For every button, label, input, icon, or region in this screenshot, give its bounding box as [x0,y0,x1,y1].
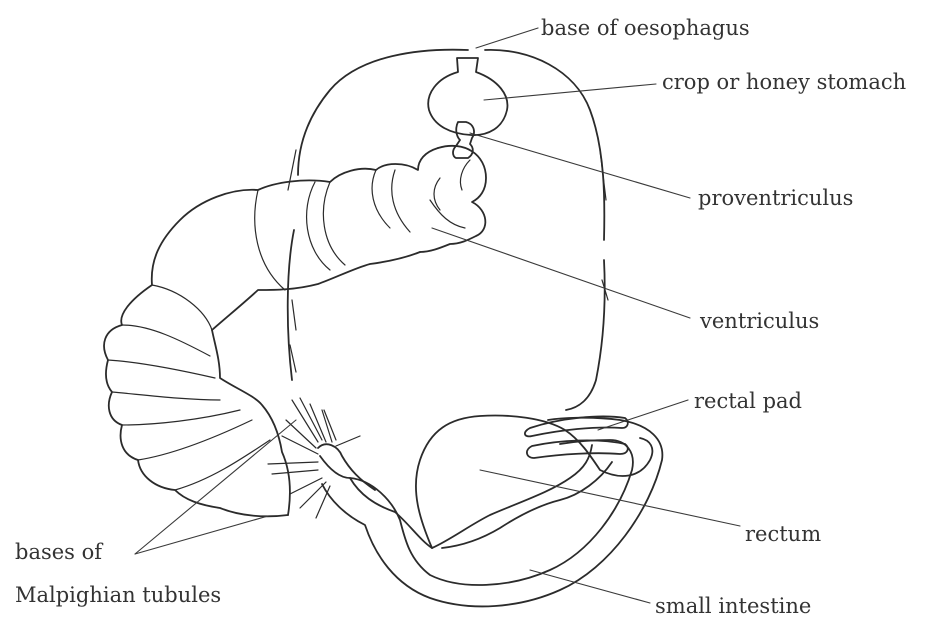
leader-ventriculus [432,228,690,318]
small-intestine [320,418,662,607]
label-ventriculus: ventriculus [700,311,819,332]
label-small-intestine: small intestine [655,596,811,617]
label-malpighian-line1: bases of [15,542,102,563]
leader-crop [484,84,656,100]
label-base-of-oesophagus: base of oesophagus [541,18,750,39]
label-malpighian-line2: Malpighian tubules [15,585,221,606]
leader-rectal-pad [598,400,688,430]
label-rectal-pad: rectal pad [694,391,802,412]
leader-malpighian-2 [135,516,268,554]
leader-lines [135,28,740,603]
leader-oesophagus [476,28,538,48]
leader-proventriculus [470,133,690,198]
ventriculus [104,146,486,516]
label-proventriculus: proventriculus [698,188,853,209]
leader-small-intestine [530,570,650,603]
proventriculus [453,122,474,158]
abdomen-outline [288,50,608,410]
leader-malpighian-1 [135,420,296,554]
label-crop: crop or honey stomach [662,72,906,93]
label-rectum: rectum [745,524,821,545]
rectal-pads [525,416,628,458]
